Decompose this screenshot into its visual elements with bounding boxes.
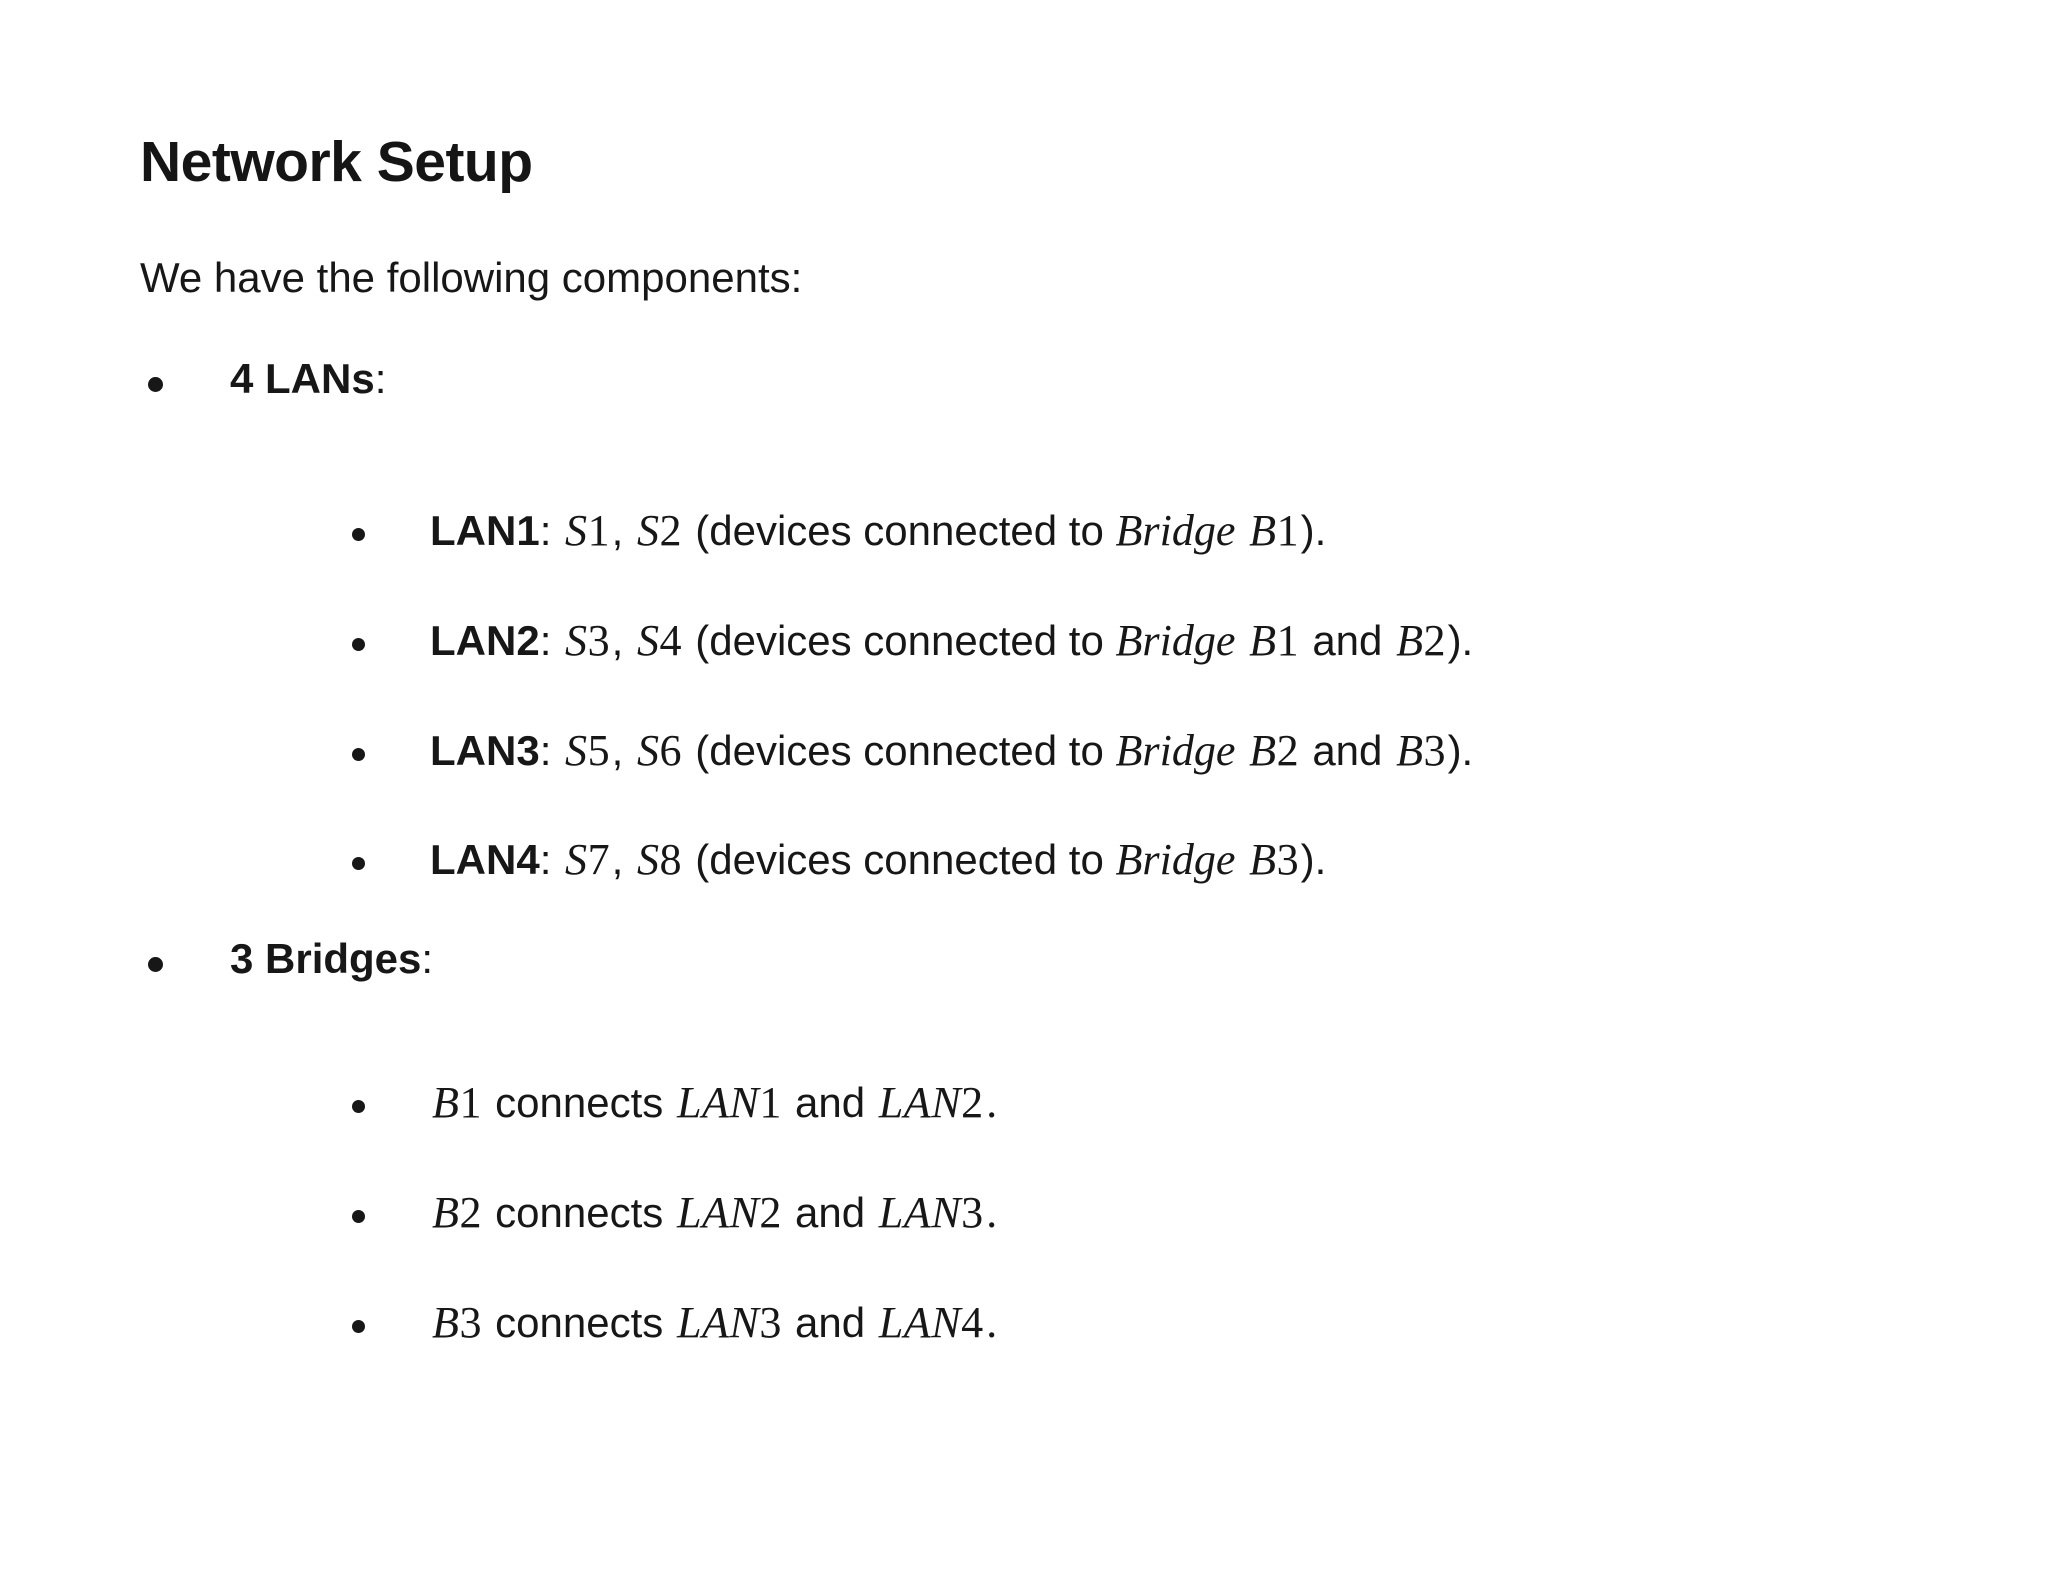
lans-label-colon: : [374,354,387,402]
lan2-bridge-1: B1 [1249,615,1299,665]
lan2-bridge-2: B2 [1396,615,1446,665]
lan3-conj: and [1312,726,1383,774]
b3-lan-a: LAN3 [676,1298,782,1348]
list-item-bridge-b3: B3 connects LAN3 and LAN4. [340,1296,2000,1350]
list-item-bridges: 3 Bridges: B1 connects LAN1 and LAN2. B2… [140,933,2000,1350]
b2-conj: and [795,1189,866,1237]
b3-name: B3 [432,1298,482,1348]
lan2-paren-close: ). [1447,616,1474,664]
b2-lan-b: LAN3 [878,1188,984,1238]
b3-lan-b: LAN4 [878,1298,984,1348]
lan3-device-2: S6 [636,725,682,775]
b1-conj: and [795,1079,866,1127]
lan4-paren-open: (devices connected to [695,836,1104,884]
lan2-device-sep: , [611,616,624,664]
list-item-bridge-b1: B1 connects LAN1 and LAN2. [340,1076,2000,1130]
lan-sublist: LAN1: S1, S2 (devices connected to Bridg… [230,404,2000,887]
lan2-device-2: S4 [636,615,682,665]
list-item-lan3: LAN3: S5, S6 (devices connected to Bridg… [340,724,2000,778]
lan3-colon: : [539,726,552,774]
list-item-lan2: LAN2: S3, S4 (devices connected to Bridg… [340,614,2000,668]
lan4-bridge-word: Bridge [1115,835,1236,885]
b1-lan-a: LAN1 [676,1078,782,1128]
components-list: 4 LANs: LAN1: S1, S2 (devices connected … [140,305,2000,1350]
lan1-device-2: S2 [636,506,682,556]
lan3-bridge-word: Bridge [1115,725,1236,775]
lan4-bridge-1: B3 [1249,835,1299,885]
b2-lan-a: LAN2 [676,1188,782,1238]
lan4-device-1: S7 [565,835,610,885]
lan4-device-sep: , [611,836,624,884]
document-body: Network Setup We have the following comp… [140,0,2000,1350]
lan1-device-sep: , [611,507,624,555]
list-item-lan4: LAN4: S7, S8 (devices connected to Bridg… [340,833,2000,887]
lan1-paren-open: (devices connected to [695,507,1104,555]
lan3-bridge-1: B2 [1249,725,1299,775]
b1-lan-b: LAN2 [878,1078,984,1128]
lan2-paren-open: (devices connected to [695,616,1104,664]
lan2-bridge-word: Bridge [1115,615,1236,665]
b3-conj: and [795,1299,866,1347]
lan3-paren-open: (devices connected to [695,726,1104,774]
lan2-colon: : [539,616,552,664]
lan1-bridge-word: Bridge [1115,506,1236,556]
b1-verb: connects [495,1079,664,1127]
lan4-paren-close: ). [1300,836,1327,884]
lan3-bridge-2: B3 [1396,725,1446,775]
b2-name: B2 [432,1188,482,1238]
lan1-paren-close: ). [1300,507,1327,555]
lans-label: 4 LANs [230,354,375,402]
lan4-colon: : [539,836,552,884]
bridges-label: 3 Bridges [230,935,422,983]
lan3-device-1: S5 [565,725,610,775]
list-item-lans: 4 LANs: LAN1: S1, S2 (devices connected … [140,353,2000,887]
lan1-bridge-1: B1 [1249,506,1299,556]
b1-name: B1 [432,1078,482,1128]
lan2-device-1: S3 [565,615,610,665]
lan2-label: LAN2 [430,616,540,664]
lan3-device-sep: , [611,726,624,774]
bridges-label-colon: : [421,935,434,983]
lan1-colon: : [539,507,552,555]
lan2-conj: and [1312,616,1383,664]
lan3-paren-close: ). [1447,726,1474,774]
intro-paragraph: We have the following components: [140,254,803,302]
b2-period: . [987,1188,999,1238]
list-item-lan1: LAN1: S1, S2 (devices connected to Bridg… [340,504,2000,558]
bridge-sublist: B1 connects LAN1 and LAN2. B2 connects L… [230,984,2000,1349]
b3-period: . [987,1298,999,1348]
b3-verb: connects [495,1299,664,1347]
lan4-device-2: S8 [636,835,682,885]
lan3-label: LAN3 [430,726,540,774]
page-title: Network Setup [140,130,533,194]
lan4-label: LAN4 [430,836,540,884]
b2-verb: connects [495,1189,664,1237]
list-item-bridge-b2: B2 connects LAN2 and LAN3. [340,1186,2000,1240]
lan1-label: LAN1 [430,507,540,555]
lan1-device-1: S1 [565,506,610,556]
b1-period: . [987,1078,999,1128]
